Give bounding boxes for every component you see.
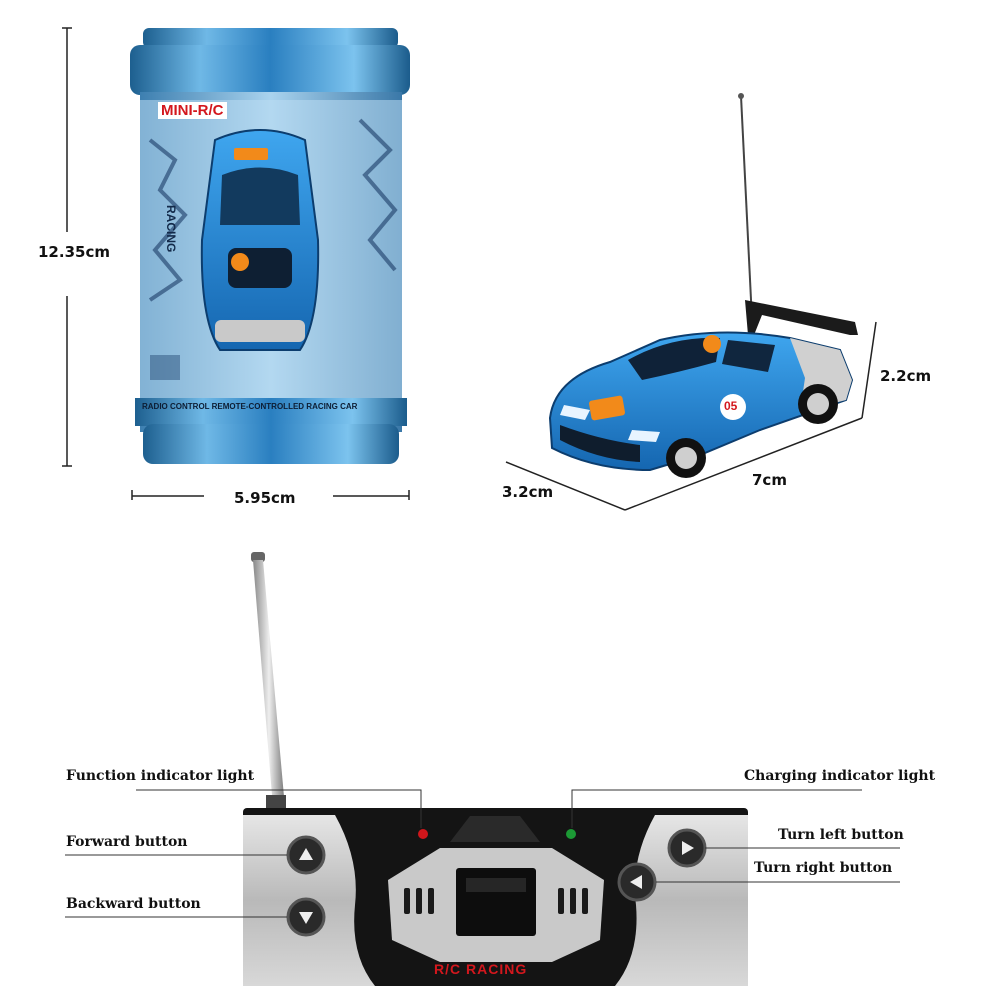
forward-button-label: Forward button	[66, 834, 188, 850]
can-car-top-view	[200, 129, 320, 351]
turn-right-button-label: Turn right button	[754, 860, 893, 876]
car-drawing	[548, 93, 858, 478]
can-height-label: 12.35cm	[38, 243, 110, 261]
car-height-label: 2.2cm	[880, 367, 932, 385]
can-bottom-rim	[135, 398, 407, 464]
charging-indicator-led	[566, 829, 576, 839]
can-width-dimension	[131, 490, 410, 500]
car-dimension-lines	[505, 321, 877, 511]
function-indicator-label: Function indicator light	[66, 768, 255, 784]
remote-callout-lines	[65, 789, 900, 918]
turn-left-button-label: Turn left button	[778, 827, 904, 843]
turn-left-button-shape	[667, 828, 707, 868]
can-top-rim	[130, 28, 410, 95]
car-width-label: 3.2cm	[502, 483, 554, 501]
charging-indicator-label: Charging indicator light	[744, 768, 936, 784]
can-height-dimension	[62, 27, 72, 467]
function-indicator-led	[418, 829, 428, 839]
remote-brand-label: R/C RACING	[434, 961, 528, 977]
can-racing-text: RACING	[164, 205, 178, 253]
backward-button-shape	[286, 897, 326, 937]
car-number: 05	[724, 399, 738, 413]
forward-button-shape	[286, 835, 326, 875]
car-length-label: 7cm	[752, 471, 787, 489]
remote-drawing	[243, 552, 748, 986]
backward-button-label: Backward button	[66, 896, 201, 912]
can-width-label: 5.95cm	[234, 489, 296, 507]
can-brand-label: MINI-R/C	[158, 102, 227, 119]
can-bottom-text: RADIO CONTROL REMOTE-CONTROLLED RACING C…	[142, 402, 358, 411]
turn-right-button-shape	[617, 862, 657, 902]
